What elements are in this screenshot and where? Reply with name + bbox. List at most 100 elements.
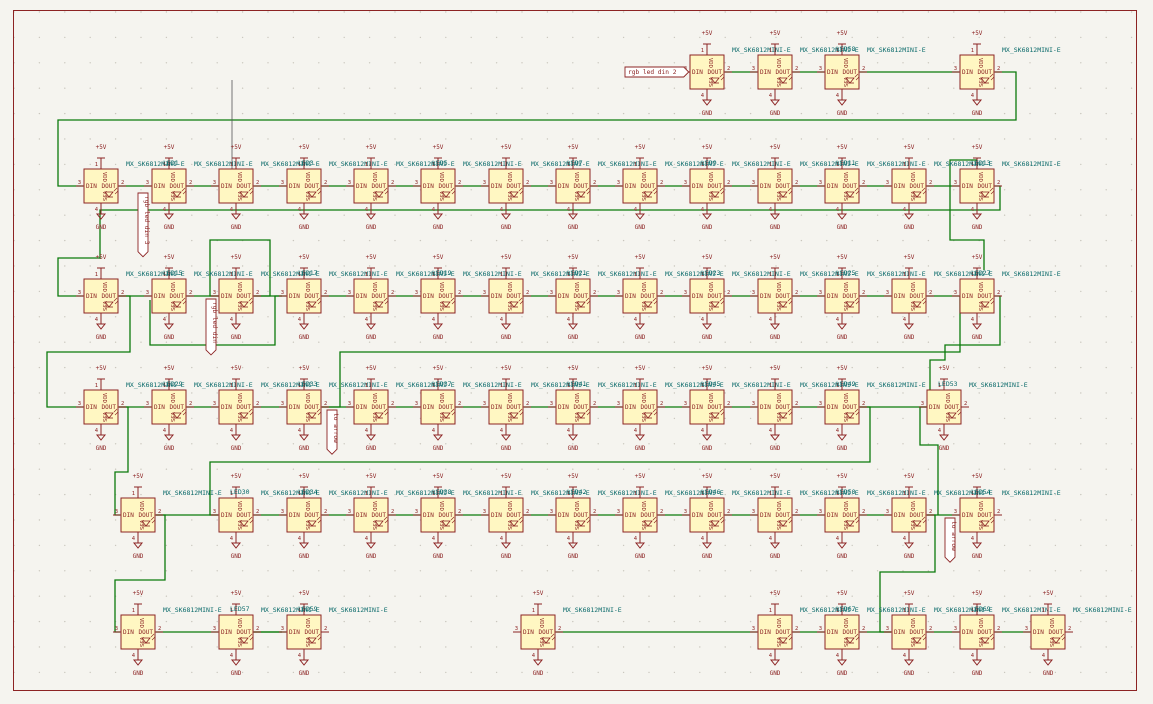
grid-dot (495, 493, 498, 496)
net-label-rgb-led-din-3[interactable]: rgb led din 3 (137, 192, 150, 258)
wires-layer (46, 71, 1030, 633)
light-emission-icon (451, 411, 456, 416)
pin-name-vss: VSS (775, 191, 781, 201)
row-link-wire[interactable] (879, 514, 936, 633)
power-label: +5V (299, 365, 310, 372)
power-label: +5V (770, 473, 781, 480)
row-link-wire[interactable] (114, 514, 166, 633)
pin-name-vss: VSS (538, 637, 544, 647)
pin-name-dout: DOUT (305, 293, 320, 300)
grid-dot (902, 214, 904, 216)
net-label-to-arrow[interactable]: to arrow (944, 517, 957, 563)
pin-name-vss: VSS (506, 191, 512, 201)
pin-number: 3 (954, 290, 957, 296)
row-link-wire[interactable] (949, 159, 985, 270)
row-link-wire[interactable] (322, 296, 961, 408)
led-value: MX_SK6812MINI-E (732, 46, 791, 54)
ground-label: GND (770, 334, 781, 341)
grid-dot (1003, 646, 1006, 648)
grid-dot (343, 620, 345, 623)
pin-name-din: DIN (625, 512, 636, 519)
net-label-to-arrow[interactable]: to arrow (326, 409, 339, 455)
led-diode-icon (845, 191, 855, 198)
grid-dot (1029, 671, 1031, 674)
row-link-wire[interactable] (57, 185, 1001, 297)
row-link-wire[interactable] (46, 295, 131, 408)
row-link-wire[interactable] (149, 295, 282, 346)
net-label-rgb-led-din-2[interactable]: rgb led din 2 (624, 66, 690, 78)
net-label-rgb-led-din[interactable]: rgb led din (205, 298, 218, 356)
row-link-wire[interactable] (57, 71, 1017, 187)
